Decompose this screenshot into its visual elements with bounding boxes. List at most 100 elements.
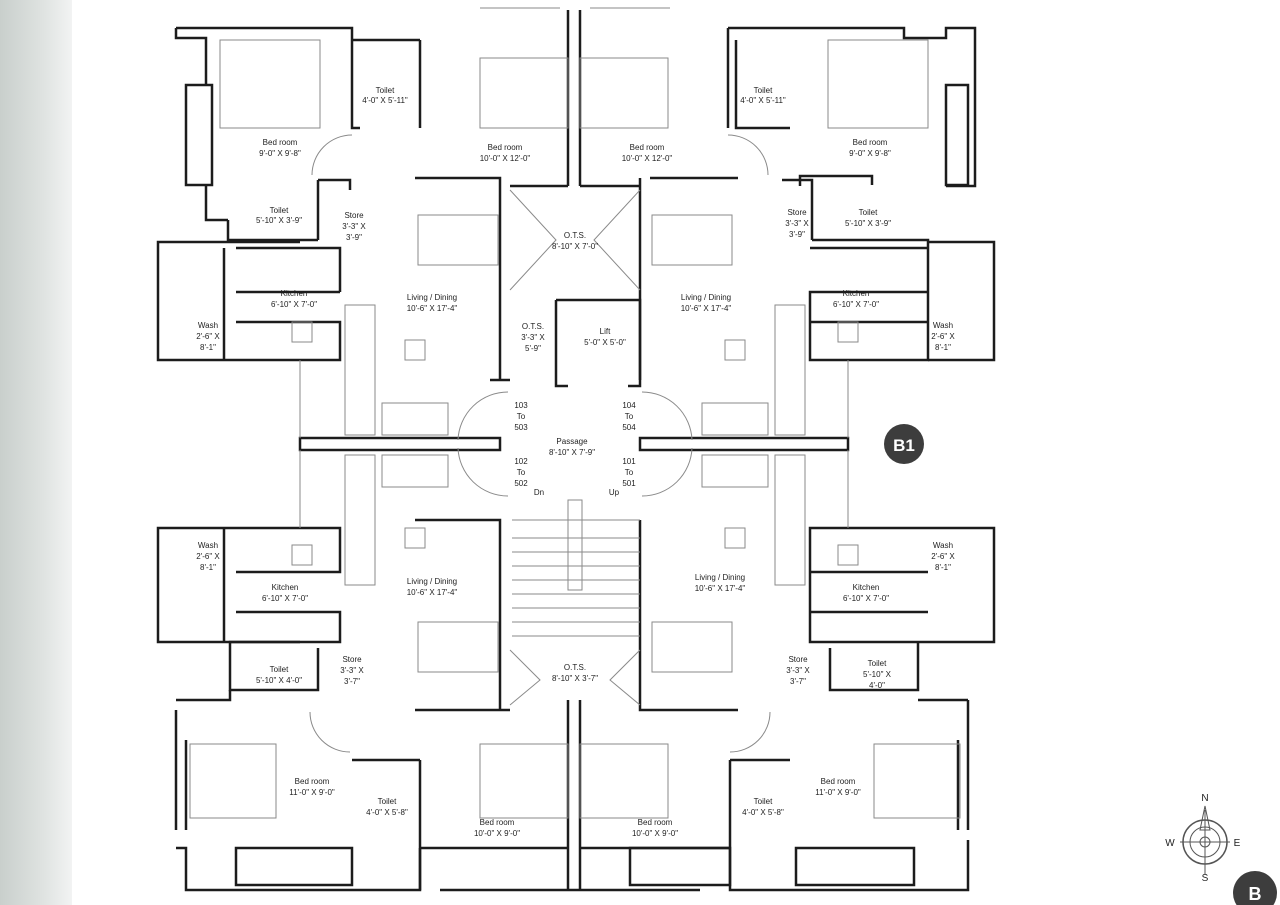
flat-range-text: 101 — [622, 457, 636, 466]
room-dims: 3'-3" X — [786, 666, 810, 675]
room-dims: 3'-7" — [790, 677, 806, 686]
room-name: Toilet — [270, 206, 289, 215]
room-name: Bed room — [853, 138, 888, 147]
room-name: O.T.S. — [564, 231, 586, 240]
stair-up-label: Up — [609, 488, 620, 497]
room-dims: 5'-10" X 3'-9" — [256, 216, 302, 225]
room-name: Bed room — [638, 818, 673, 827]
room-labels: Toilet 4'-0" X 5'-11" Bed room 9'-0" X 9… — [196, 86, 955, 838]
room-name: Toilet — [754, 86, 773, 95]
room-name: O.T.S. — [564, 663, 586, 672]
detail-lines — [189, 7, 961, 819]
room-name: Living / Dining — [407, 293, 457, 302]
flat-range-text: 502 — [514, 479, 528, 488]
room-name: Kitchen — [843, 289, 870, 298]
room-dims: 3'-9" — [346, 233, 362, 242]
room-name: Bed room — [263, 138, 298, 147]
room-name: Bed room — [295, 777, 330, 786]
room-name: Bed room — [488, 143, 523, 152]
room-dims: 3'-3" X — [342, 222, 366, 231]
room-dims: 10'-0" X 12'-0" — [480, 154, 531, 163]
room-dims: 8'-10" X 3'-7" — [552, 674, 598, 683]
flat-range-text: 104 — [622, 401, 636, 410]
page-margin-shadow — [0, 0, 72, 905]
compass-west: W — [1165, 838, 1175, 849]
room-dims: 6'-10" X 7'-0" — [262, 594, 308, 603]
room-dims: 10'-6" X 17'-4" — [695, 584, 746, 593]
room-dims: 4'-0" X 5'-11" — [740, 96, 786, 105]
compass-south: S — [1202, 873, 1209, 884]
room-dims: 4'-0" X 5'-8" — [366, 808, 408, 817]
compass-north: N — [1201, 793, 1208, 804]
room-dims: 5'-9" — [525, 344, 541, 353]
room-dims: 4'-0" X 5'-8" — [742, 808, 784, 817]
room-name: O.T.S. — [522, 322, 544, 331]
room-name: Passage — [556, 437, 588, 446]
room-dims: 8'-1" — [935, 343, 951, 352]
room-dims: 6'-10" X 7'-0" — [843, 594, 889, 603]
room-dims: 4'-0" X 5'-11" — [362, 96, 408, 105]
room-dims: 8'-10" X 7'-0" — [552, 242, 598, 251]
room-name: Kitchen — [281, 289, 308, 298]
room-dims: 3'-3" X — [340, 666, 364, 675]
room-name: Bed room — [630, 143, 665, 152]
corner-badge: B — [1233, 871, 1277, 905]
room-name: Wash — [933, 541, 953, 550]
room-dims: 10'-0" X 9'-0" — [632, 829, 678, 838]
corner-badge-label: B — [1249, 884, 1262, 904]
room-name: Toilet — [270, 665, 289, 674]
room-dims: 3'-9" — [789, 230, 805, 239]
room-dims: 2'-6" X — [931, 552, 955, 561]
room-dims: 3'-7" — [344, 677, 360, 686]
block-badge-label: B1 — [893, 436, 915, 455]
room-dims: 3'-3" X — [521, 333, 545, 342]
room-dims: 10'-6" X 17'-4" — [407, 304, 458, 313]
room-name: Living / Dining — [695, 573, 745, 582]
room-name: Toilet — [754, 797, 773, 806]
compass-east: E — [1234, 838, 1241, 849]
room-dims: 8'-1" — [935, 563, 951, 572]
room-name: Store — [788, 655, 808, 664]
room-dims: 2'-6" X — [196, 332, 220, 341]
room-name: Lift — [600, 327, 611, 336]
room-dims: 5'-0" X 5'-0" — [584, 338, 626, 347]
room-dims: 10'-6" X 17'-4" — [681, 304, 732, 313]
room-name: Store — [787, 208, 807, 217]
room-dims: 5'-10" X 3'-9" — [845, 219, 891, 228]
room-name: Toilet — [378, 797, 397, 806]
room-dims: 10'-0" X 9'-0" — [474, 829, 520, 838]
room-name: Wash — [198, 321, 218, 330]
flat-range-text: To — [625, 468, 634, 477]
room-dims: 5'-10" X 4'-0" — [256, 676, 302, 685]
room-dims: 9'-0" X 9'-8" — [849, 149, 891, 158]
room-name: Living / Dining — [681, 293, 731, 302]
stair-down-label: Dn — [534, 488, 544, 497]
room-dims: 11'-0" X 9'-0" — [815, 788, 861, 797]
room-dims: 9'-0" X 9'-8" — [259, 149, 301, 158]
room-name: Store — [342, 655, 362, 664]
room-name: Wash — [198, 541, 218, 550]
flat-range-text: To — [517, 468, 526, 477]
flat-range-text: To — [625, 412, 634, 421]
flat-range-text: 501 — [622, 479, 636, 488]
compass-icon: N S E W — [1165, 793, 1240, 884]
flat-range-text: To — [517, 412, 526, 421]
room-name: Wash — [933, 321, 953, 330]
room-dims: 8'-10" X 7'-9" — [549, 448, 595, 457]
flat-range-text: 504 — [622, 423, 636, 432]
room-dims: 10'-6" X 17'-4" — [407, 588, 458, 597]
flat-range-text: 102 — [514, 457, 528, 466]
block-badge: B1 — [884, 424, 924, 464]
room-dims: 8'-1" — [200, 563, 216, 572]
flat-range-text: 103 — [514, 401, 528, 410]
room-dims: 5'-10" X — [863, 670, 892, 679]
room-name: Toilet — [376, 86, 395, 95]
room-dims: 3'-3" X — [785, 219, 809, 228]
room-name: Bed room — [821, 777, 856, 786]
room-name: Toilet — [859, 208, 878, 217]
room-name: Living / Dining — [407, 577, 457, 586]
room-dims: 2'-6" X — [931, 332, 955, 341]
room-dims: 2'-6" X — [196, 552, 220, 561]
room-dims: 8'-1" — [200, 343, 216, 352]
